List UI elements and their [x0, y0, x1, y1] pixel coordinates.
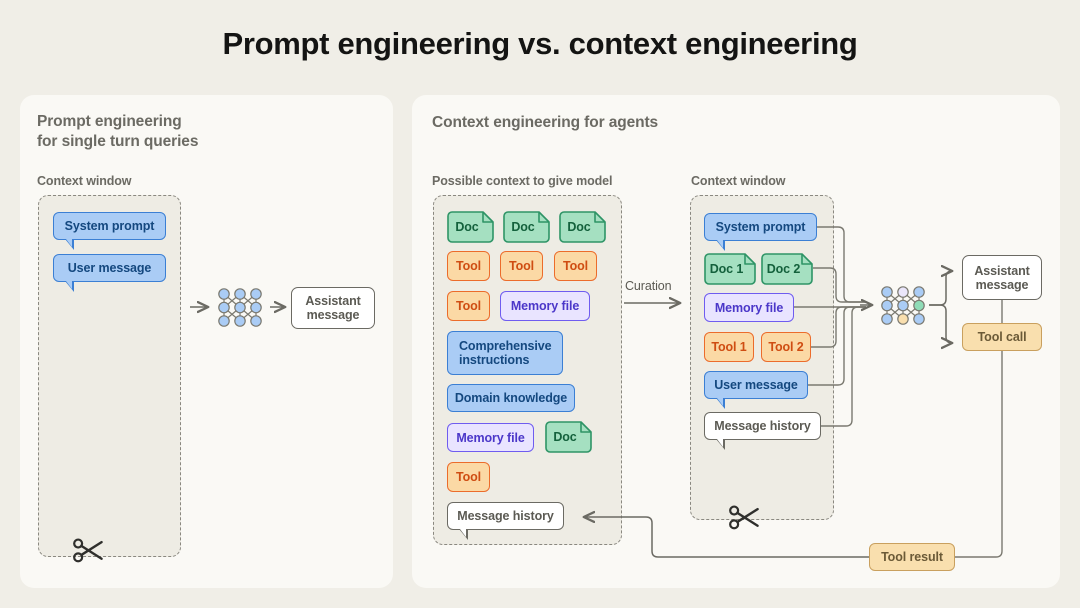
assistant-line1: Assistant	[305, 294, 361, 308]
right-context-window-label: Context window	[691, 174, 786, 188]
chip-tool-2[interactable]: Tool	[500, 251, 543, 281]
chip-doc-1-right[interactable]: Doc 1	[704, 253, 756, 285]
chip-domain-knowledge[interactable]: Domain knowledge	[447, 384, 575, 412]
left-panel-heading: Prompt engineering for single turn queri…	[37, 112, 337, 152]
left-heading-line1: Prompt engineering	[37, 113, 182, 130]
output-tool-result[interactable]: Tool result	[869, 543, 955, 571]
doc-label: Doc	[567, 220, 591, 234]
comprehensive-line1: Comprehensive	[459, 339, 552, 353]
chip-system-prompt-right[interactable]: System prompt	[704, 213, 817, 251]
chip-memory-file-2[interactable]: Memory file	[447, 423, 534, 452]
chip-message-history-right[interactable]: Message history	[704, 412, 821, 450]
possible-context-label: Possible context to give model	[432, 174, 613, 188]
doc-label: Doc	[553, 430, 577, 444]
comprehensive-line2: instructions	[459, 353, 530, 367]
chip-memory-file-right[interactable]: Memory file	[704, 293, 794, 322]
chip-user-message-right[interactable]: User message	[704, 371, 808, 409]
doc-label: Doc	[511, 220, 535, 234]
curation-label: Curation	[625, 279, 672, 293]
chip-tool-2-right[interactable]: Tool 2	[761, 332, 811, 362]
chip-doc-2[interactable]: Doc	[503, 211, 550, 243]
chip-doc-3[interactable]: Doc	[559, 211, 606, 243]
doc1-label: Doc 1	[709, 262, 744, 276]
left-heading-line2: for single turn queries	[37, 133, 199, 150]
page-title: Prompt engineering vs. context engineeri…	[222, 26, 858, 61]
right-panel-heading: Context engineering for agents	[432, 114, 659, 131]
chip-doc-2-right[interactable]: Doc 2	[761, 253, 813, 285]
left-chip-user-message[interactable]: User message	[53, 254, 166, 292]
assistant-line1: Assistant	[974, 263, 1030, 278]
doc-label: Doc	[455, 220, 479, 234]
chip-message-history-left[interactable]: Message history	[447, 502, 564, 540]
chip-tool-5[interactable]: Tool	[447, 462, 490, 492]
chip-comprehensive-instructions[interactable]: Comprehensive instructions	[447, 331, 563, 375]
assistant-line2: message	[975, 277, 1029, 292]
neural-network-icon	[216, 286, 264, 329]
left-context-window-box	[38, 195, 181, 557]
neural-network-icon-right	[879, 284, 927, 327]
chip-doc-4[interactable]: Doc	[545, 421, 592, 453]
left-output-assistant-message[interactable]: Assistant message	[291, 287, 375, 329]
doc2-label: Doc 2	[766, 262, 801, 276]
left-chip-system-prompt[interactable]: System prompt	[53, 212, 166, 250]
chip-memory-file-1[interactable]: Memory file	[500, 291, 590, 321]
chip-tool-1-right[interactable]: Tool 1	[704, 332, 754, 362]
chip-tool-4[interactable]: Tool	[447, 291, 490, 321]
assistant-line2: message	[306, 308, 360, 322]
output-assistant-message-right[interactable]: Assistant message	[962, 255, 1042, 300]
chip-doc-1[interactable]: Doc	[447, 211, 494, 243]
left-context-window-label: Context window	[37, 174, 132, 188]
chip-tool-1[interactable]: Tool	[447, 251, 490, 281]
chip-tool-3[interactable]: Tool	[554, 251, 597, 281]
output-tool-call[interactable]: Tool call	[962, 323, 1042, 351]
